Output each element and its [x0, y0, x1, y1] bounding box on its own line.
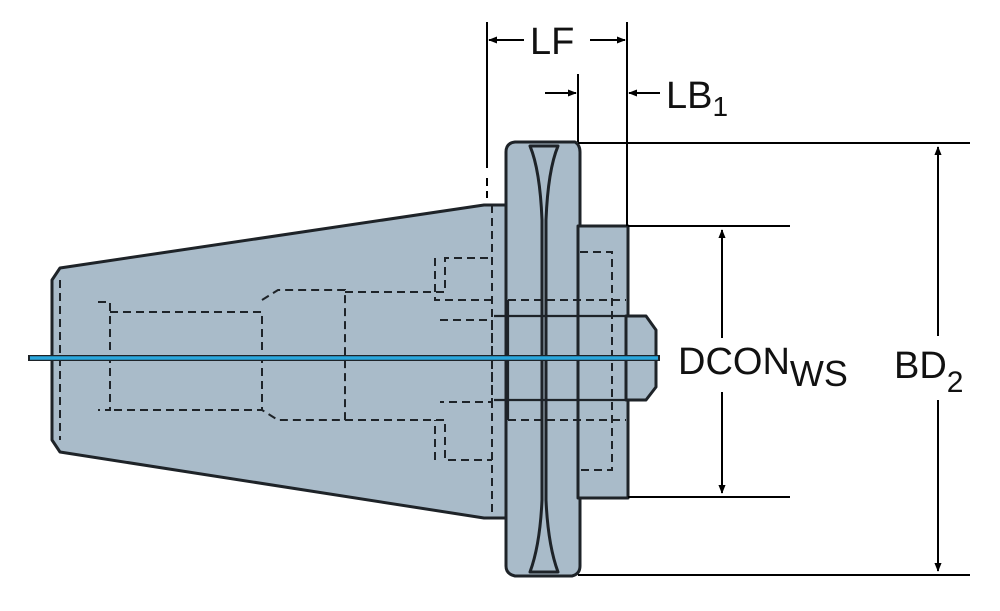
label-lf: LF — [530, 21, 574, 63]
taper-shank — [50, 203, 512, 520]
dimension-lf — [486, 22, 628, 226]
label-dcon: DCONWS — [678, 341, 848, 394]
dimension-lb1 — [545, 74, 660, 142]
dimension-dcon — [628, 225, 790, 498]
front-body — [576, 224, 630, 500]
dimension-bd2 — [578, 142, 970, 576]
label-lb1: LB1 — [666, 75, 728, 122]
label-bd2: BD2 — [894, 345, 963, 399]
